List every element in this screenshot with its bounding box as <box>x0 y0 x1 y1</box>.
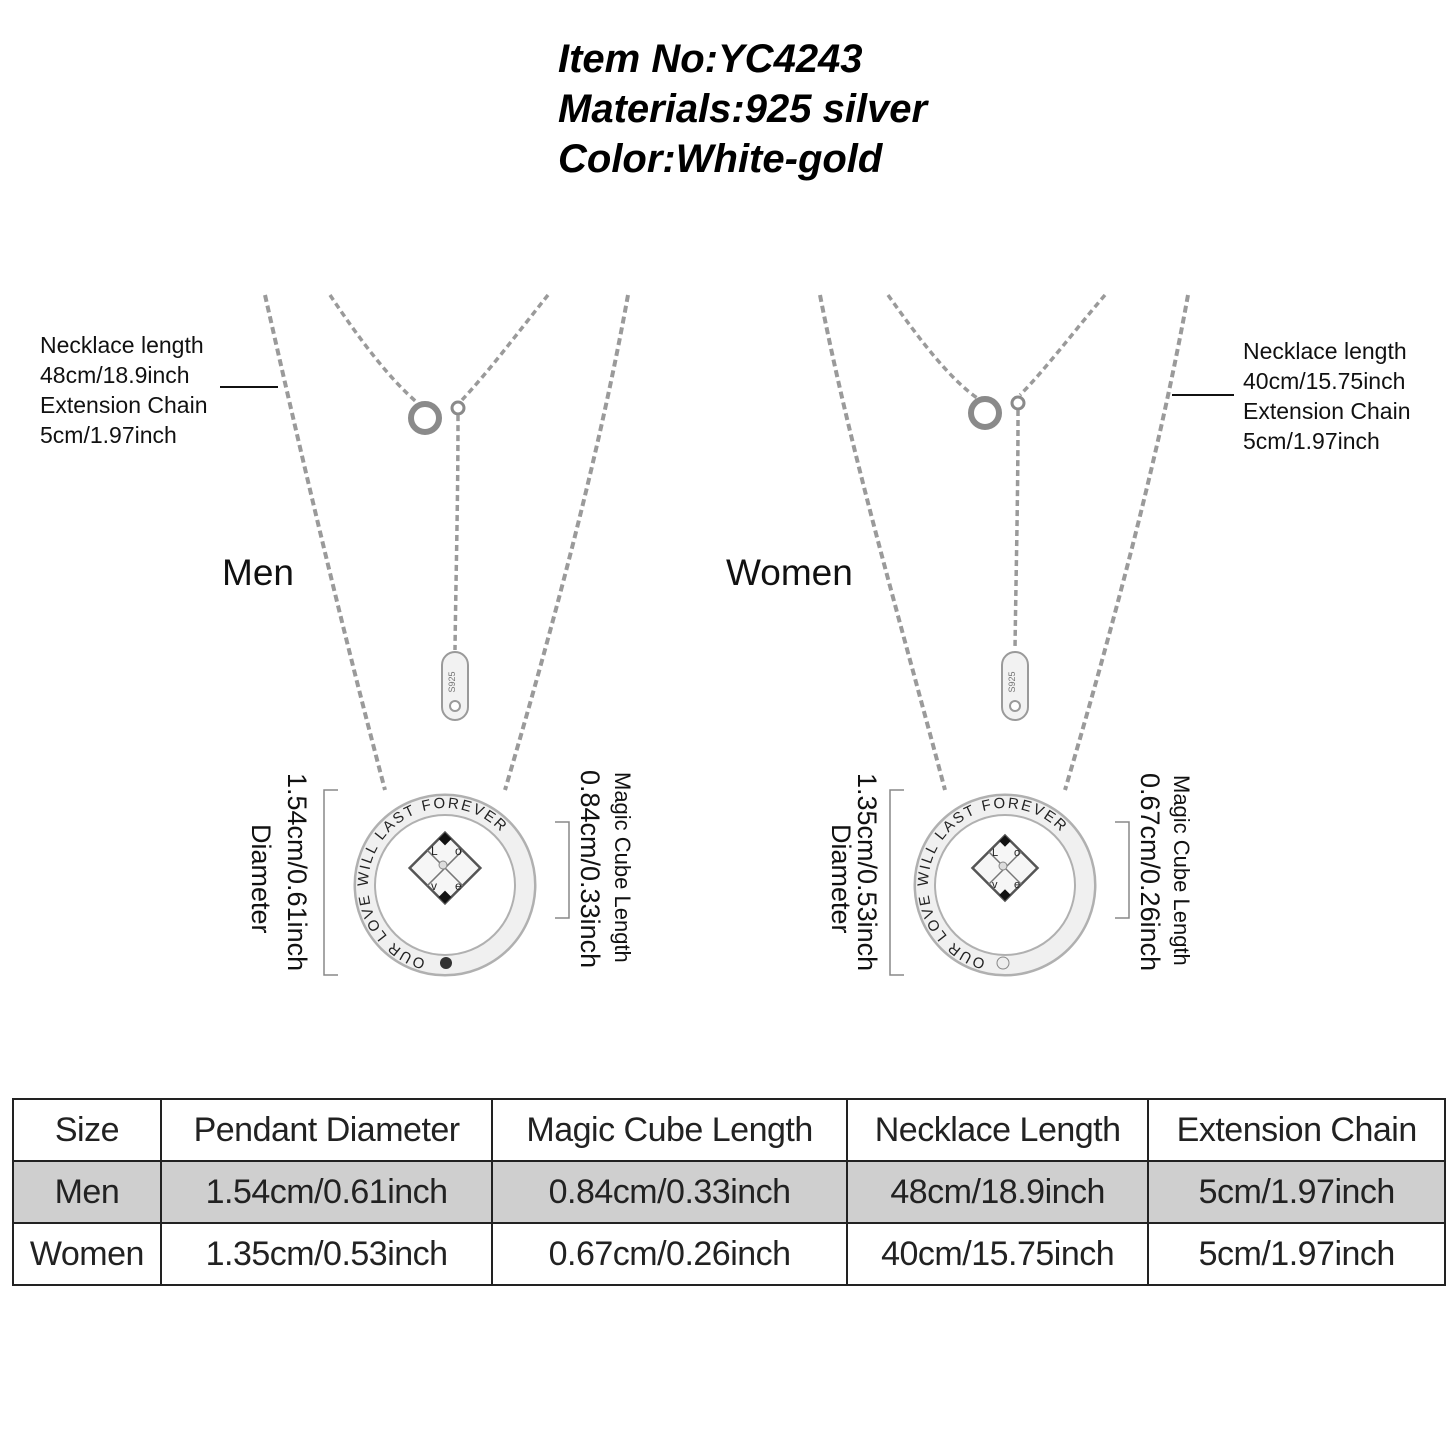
women-extension-chain <box>1013 409 1020 651</box>
women-cube-value: 0.67cm/0.26inch <box>1135 773 1165 972</box>
men-clasp <box>408 401 442 435</box>
product-header: Item No:YC4243 Materials:925 silver Colo… <box>558 34 927 184</box>
men-chain-inner-left <box>328 294 422 407</box>
table-cell: 5cm/1.97inch <box>1147 1222 1446 1286</box>
men-s925-tag: S925 <box>441 651 469 721</box>
table-header-cell: Magic Cube Length <box>491 1098 848 1162</box>
men-chain-inner-right <box>460 293 550 402</box>
women-pendant: OUR LOVE WILL LAST FOREVER L o v e <box>913 793 1097 977</box>
women-spec-line-3: Extension Chain <box>1243 398 1411 424</box>
svg-text:e: e <box>1014 879 1020 891</box>
table-cell: Men <box>12 1160 162 1224</box>
women-s925-tag: S925 <box>1001 651 1029 721</box>
women-spec-leader <box>1172 394 1234 396</box>
women-cube-bracket <box>1115 821 1130 919</box>
table-header-row: Size Pendant Diameter Magic Cube Length … <box>12 1098 1446 1162</box>
men-diameter-label: Diameter <box>246 824 276 934</box>
svg-text:o: o <box>1014 847 1020 859</box>
table-cell: 1.35cm/0.53inch <box>159 1222 494 1286</box>
women-chain-inner-left <box>886 293 981 402</box>
table-cell: 0.67cm/0.26inch <box>491 1222 848 1286</box>
men-cube-bracket <box>555 821 570 919</box>
men-cube-value: 0.84cm/0.33inch <box>575 770 605 969</box>
men-diameter-value: 1.54cm/0.61inch <box>282 773 312 972</box>
materials: Materials:925 silver <box>558 87 928 131</box>
women-spec: Necklace length 40cm/15.75inch Extension… <box>1243 336 1411 456</box>
table-header-cell: Necklace Length <box>845 1098 1150 1162</box>
women-diameter-label: Diameter <box>826 824 856 934</box>
table-cell: 40cm/15.75inch <box>845 1222 1150 1286</box>
svg-text:e: e <box>455 879 462 893</box>
men-spec-line-4: 5cm/1.97inch <box>40 422 177 448</box>
women-chain-right <box>1063 294 1190 791</box>
svg-text:L: L <box>431 844 438 858</box>
men-pendant: OUR LOVE WILL LAST FOREVER L o v e <box>353 793 537 977</box>
women-clasp <box>968 396 1002 430</box>
women-diameter-bracket <box>889 789 904 976</box>
svg-text:v: v <box>992 879 998 891</box>
table-header-cell: Size <box>12 1098 162 1162</box>
size-table: Size Pendant Diameter Magic Cube Length … <box>12 1098 1446 1286</box>
women-chain-inner-right <box>1018 293 1107 397</box>
men-spec-line-2: 48cm/18.9inch <box>40 362 190 388</box>
svg-text:S925: S925 <box>447 671 457 692</box>
women-label: Women <box>726 552 853 593</box>
men-chain-right <box>503 294 630 791</box>
svg-text:v: v <box>431 879 437 893</box>
table-row: Women 1.35cm/0.53inch 0.67cm/0.26inch 40… <box>12 1222 1446 1286</box>
svg-text:o: o <box>455 844 462 858</box>
color: Color:White-gold <box>558 137 883 181</box>
women-cube-label: Magic Cube Length <box>1169 775 1194 966</box>
men-chain-left <box>263 294 387 791</box>
men-cube-label: Magic Cube Length <box>610 772 635 963</box>
women-spec-line-1: Necklace length <box>1243 338 1407 364</box>
table-header-cell: Pendant Diameter <box>159 1098 494 1162</box>
table-header-cell: Extension Chain <box>1147 1098 1446 1162</box>
men-spec-leader <box>220 386 278 388</box>
table-cell: 0.84cm/0.33inch <box>491 1160 848 1224</box>
table-cell: 1.54cm/0.61inch <box>159 1160 494 1224</box>
table-cell: 48cm/18.9inch <box>845 1160 1150 1224</box>
svg-text:S925: S925 <box>1007 671 1017 692</box>
men-spec-line-1: Necklace length <box>40 332 204 358</box>
men-diameter-bracket <box>323 789 338 976</box>
women-spec-line-2: 40cm/15.75inch <box>1243 368 1406 394</box>
item-number: Item No:YC4243 <box>558 37 863 81</box>
table-cell: Women <box>12 1222 162 1286</box>
men-label: Men <box>222 552 294 593</box>
table-cell: 5cm/1.97inch <box>1147 1160 1446 1224</box>
women-chain-left <box>818 294 947 791</box>
men-spec-line-3: Extension Chain <box>40 392 208 418</box>
svg-text:L: L <box>992 847 998 859</box>
women-spec-line-4: 5cm/1.97inch <box>1243 428 1380 454</box>
men-extension-chain <box>453 414 460 651</box>
table-row: Men 1.54cm/0.61inch 0.84cm/0.33inch 48cm… <box>12 1160 1446 1224</box>
men-spec: Necklace length 48cm/18.9inch Extension … <box>40 330 208 450</box>
necklace-illustration: S925 OUR LOVE WILL LAST FOREVER L o v <box>263 293 1190 977</box>
